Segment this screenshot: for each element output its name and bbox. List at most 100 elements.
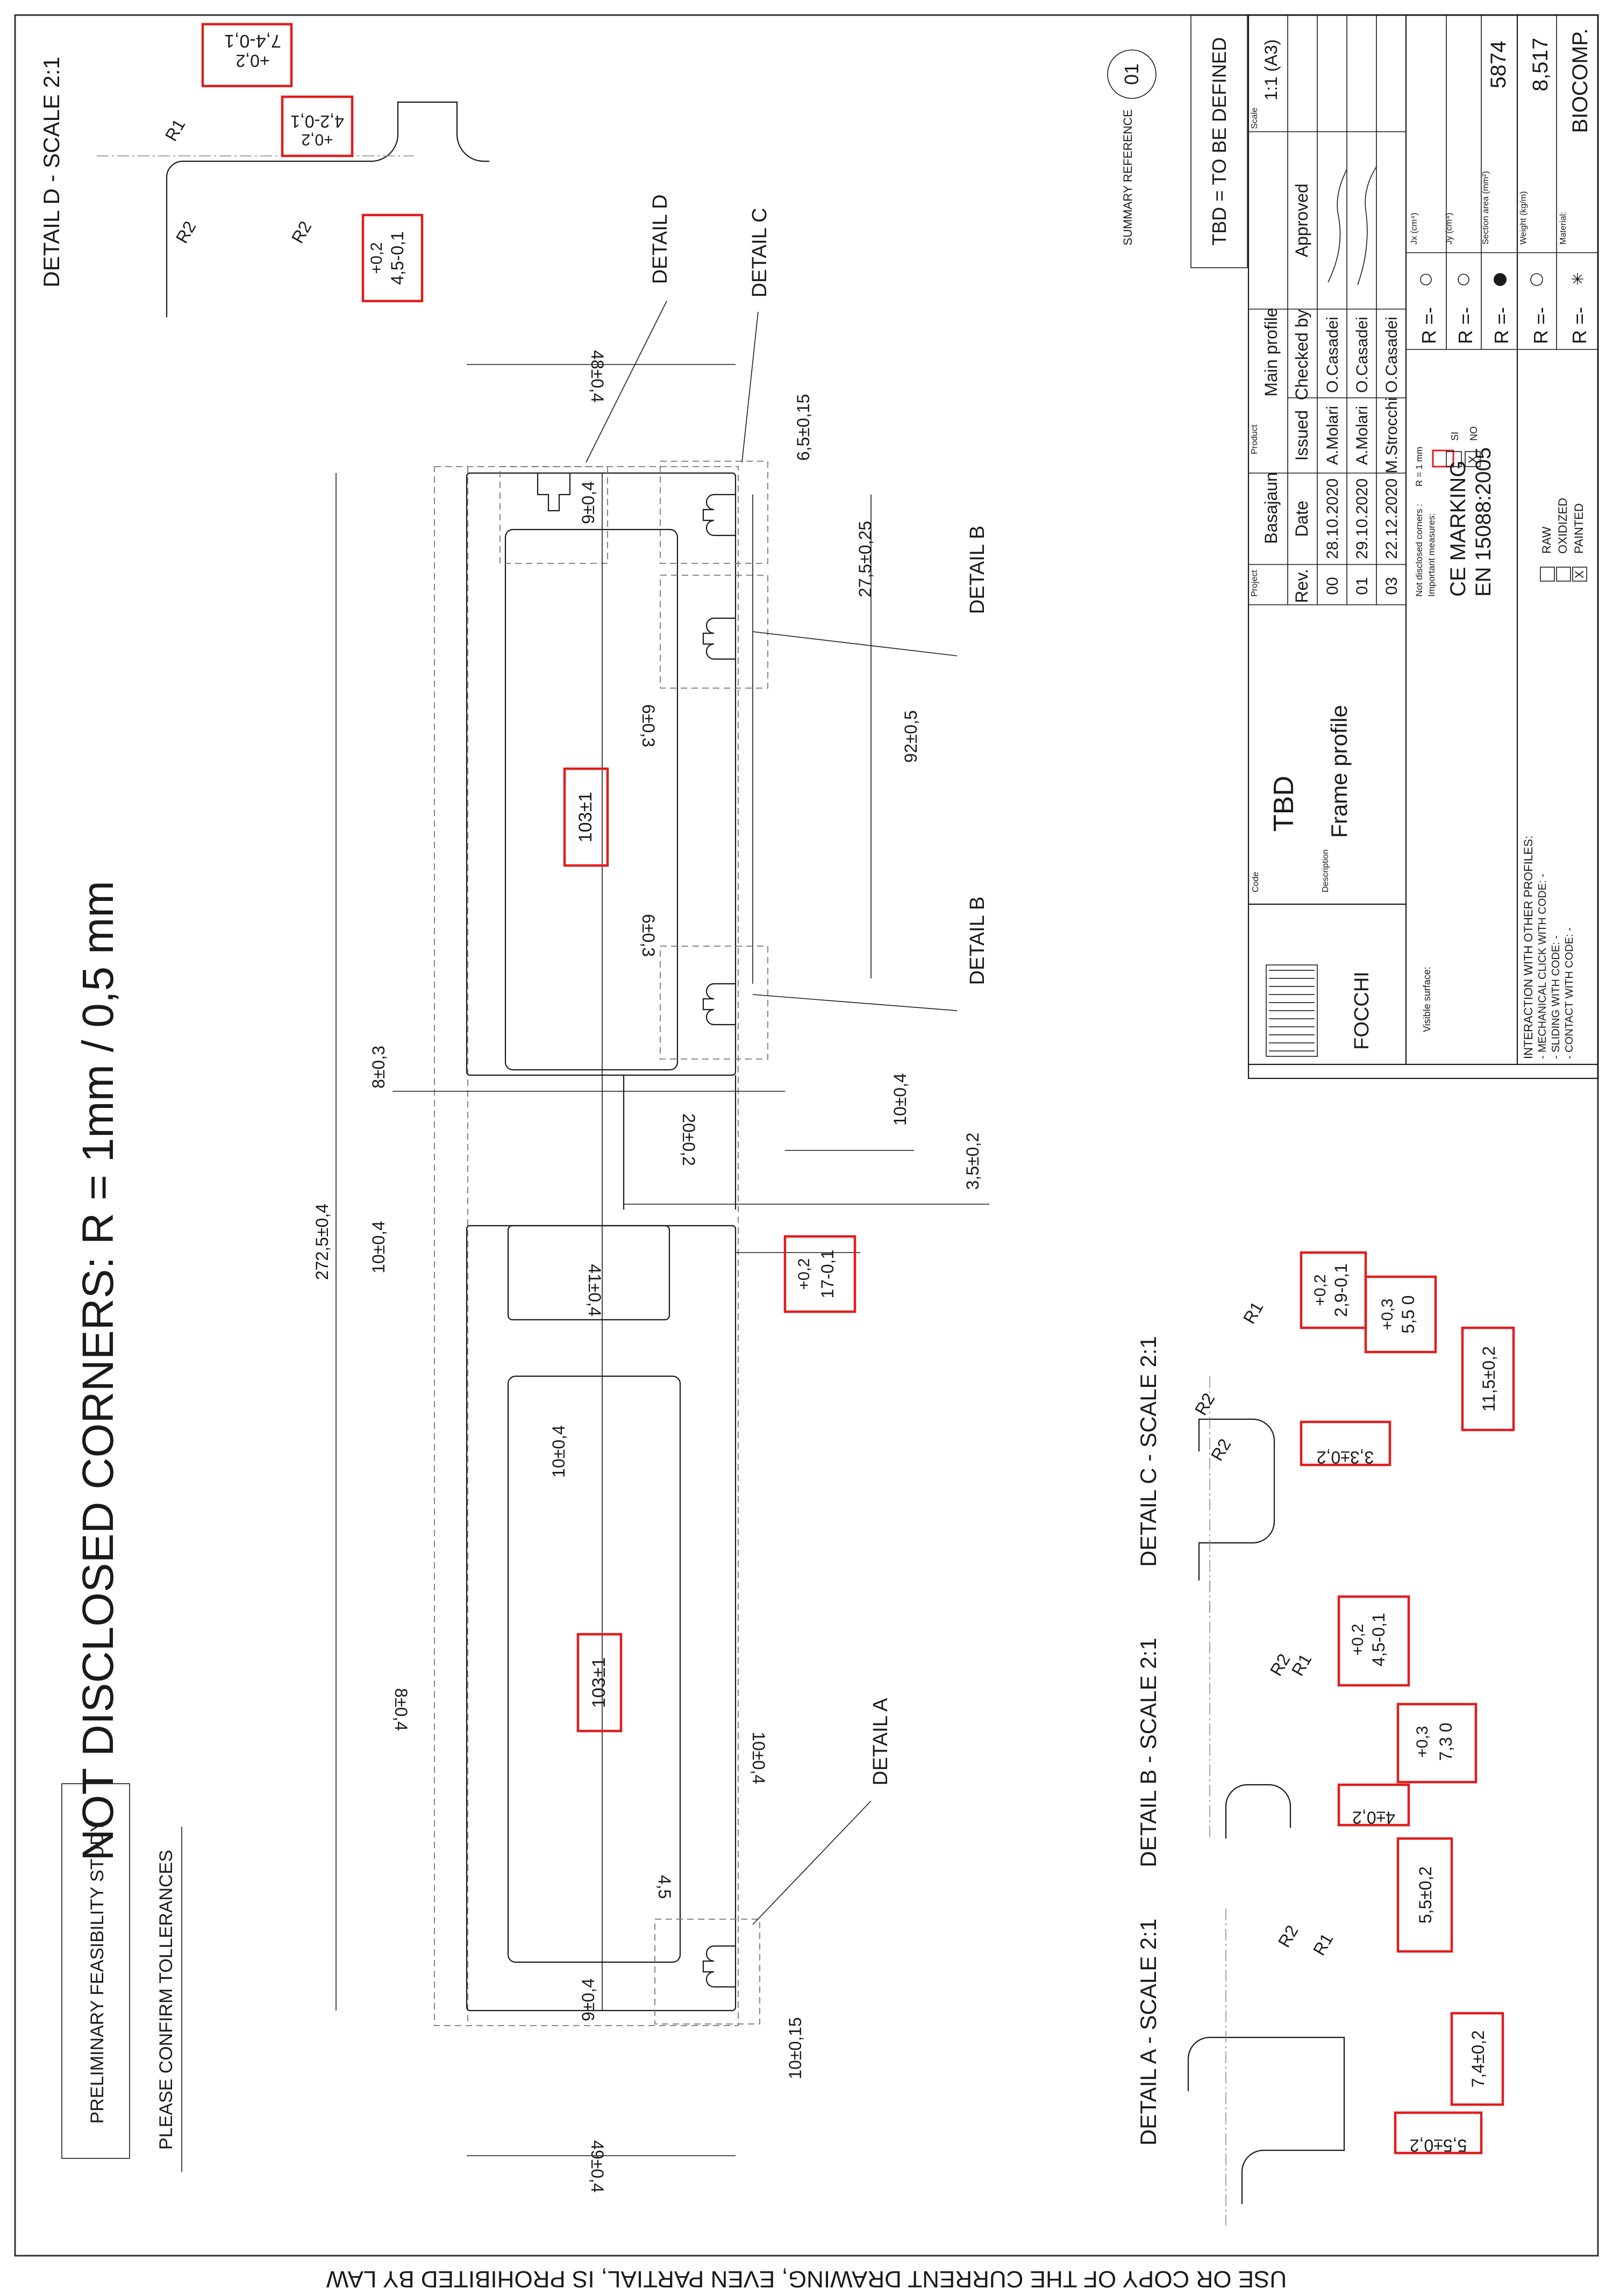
dim-10-lower: 10±0,4 — [749, 1732, 768, 1784]
detail-b-dim1: 4,5-0,1 — [1369, 1613, 1388, 1666]
standard-label: EN 15088:2005 — [1472, 447, 1495, 597]
detail-d-box-1 — [201, 23, 293, 88]
dim-6-5: 6,5±0,15 — [794, 394, 813, 461]
detail-b-outline — [1225, 1784, 1291, 1839]
dim-17-tolerance: +0,2 — [795, 1258, 813, 1290]
dim-3-5: 3,5±0,2 — [963, 1133, 982, 1190]
callout-detail-b-upper: DETAIL B — [966, 526, 989, 614]
detail-a-box-3 — [1394, 2111, 1483, 2155]
painted-checkbox — [1572, 567, 1587, 582]
title-block: FOCCHI Code TBD Description Frame profil… — [1247, 14, 1599, 1079]
rev-header-checked: Checked by — [1292, 310, 1311, 400]
detail-b-dim2: 7,3 0 — [1436, 1722, 1455, 1761]
detail-d-box-3 — [361, 213, 424, 303]
dim-103-top: 103±1 — [575, 792, 596, 842]
project-label: Project — [1250, 570, 1259, 597]
dim-41: 41±0,4 — [585, 1264, 604, 1317]
r-label-4: R =- — [1530, 307, 1552, 344]
no-checkbox — [1465, 451, 1481, 467]
description-label: Description — [1321, 849, 1330, 892]
feasibility-note: PRELIMINARY FEASIBILITY STUDY — [87, 1820, 108, 2124]
detail-d-r1: R1 — [161, 116, 189, 144]
detail-c-dim2: 5,5 0 — [1398, 1295, 1418, 1333]
detail-a-outline — [1187, 2036, 1345, 2204]
detail-c-dim1: 2,9-0,1 — [1331, 1263, 1351, 1317]
no-checkbox-mark: X — [1466, 455, 1480, 463]
dim-top-width: 48±0,4 — [588, 350, 607, 403]
summary-ref-circle — [1107, 49, 1157, 99]
detail-b-dim1-tol: +0,2 — [1349, 1623, 1367, 1655]
tbd-note: TBD = TO BE DEFINED — [1208, 37, 1230, 246]
code-label: Code — [1251, 872, 1260, 892]
not-disclosed-label: Not disclosed corners : — [1414, 504, 1424, 597]
detail-c-title: DETAIL C - SCALE 2:1 — [1136, 1336, 1161, 1567]
rev-1-checked: O.Casadei — [1353, 317, 1371, 393]
dim-20: 20±0,2 — [679, 1113, 698, 1166]
corners-note: NOT DISCLOSED CORNERS: R = 1mm / 0,5 mm — [74, 881, 123, 1861]
callout-detail-c: DETAIL C — [748, 208, 771, 298]
rev-0-issued: A.Molari — [1324, 406, 1341, 465]
feasibility-box — [61, 1783, 130, 2159]
detail-a-dim1: 5,5±0,2 — [1416, 1866, 1435, 1924]
dim-103-bottom: 103±1 — [589, 1657, 609, 1708]
detail-a-region — [654, 1919, 760, 2025]
prop-jx-label: Jx (cm⁴) — [1410, 213, 1419, 245]
prop-weight-value: 8,517 — [1529, 38, 1552, 91]
detail-c-dim3: 11,5±0,2 — [1479, 1346, 1498, 1412]
detail-d-region — [499, 466, 608, 564]
callout-detail-a: DETAIL A — [869, 1698, 892, 1785]
detail-c-r1: R1 — [1239, 1298, 1267, 1327]
project-value: Basajaun — [1261, 472, 1281, 543]
section-properties: Jx (cm⁴) Jy (cm⁴) Section area (mm²) 587… — [1406, 15, 1598, 350]
scale-label: Scale — [1250, 108, 1259, 129]
detail-a-r2: R2 — [1274, 1922, 1302, 1950]
detail-c-r2a: R2 — [1207, 1435, 1235, 1464]
detail-b-r1: R1 — [1288, 1650, 1316, 1679]
detail-d-dim2: 4,2-0,1 — [290, 112, 344, 131]
detail-a-view: DETAIL A - SCALE 2:1 5,5±0,2 7,4±0,2 5,5… — [1136, 1837, 1504, 2226]
detail-b-r2: R2 — [1266, 1650, 1294, 1679]
detail-c-dim1-tol: +0,2 — [1311, 1274, 1329, 1306]
detail-a-dim3: 5,5±0,2 — [1410, 2136, 1467, 2155]
detail-d-groove — [537, 473, 571, 512]
painted-checkbox-mark: X — [1573, 570, 1586, 578]
copyright-footer: USE OR COPY OF THE CURRENT DRAWING, EVEN… — [326, 2266, 1287, 2292]
detail-c-view: DETAIL C - SCALE 2:1 +0,2 2,9-0,1 +0,3 5… — [1136, 1251, 1515, 1613]
rev-1-number: 01 — [1353, 577, 1371, 595]
focchi-logo: FOCCHI — [1266, 964, 1373, 1057]
detail-b-box-1 — [1337, 1595, 1410, 1687]
dim-10-mid: 10±0,4 — [549, 1425, 568, 1478]
callout-detail-b-lower: DETAIL B — [966, 897, 989, 985]
detail-d-dim1-tol: +0,2 — [235, 51, 269, 70]
detail-c-dim4: 3,3±0,2 — [1317, 1448, 1374, 1467]
important-label: Important measures: — [1426, 513, 1437, 597]
detail-d-dim2-tol: +0,2 — [301, 131, 333, 148]
dimension-texts: 272,5±0,4 48±0,4 49±0,4 9±0,4 9±0,4 103±… — [312, 350, 982, 2193]
r-label-5: R =- — [1568, 307, 1590, 344]
product-value: Main profile — [1261, 307, 1281, 396]
logo-frame — [1266, 964, 1318, 1057]
detail-c-box-3 — [1461, 1326, 1515, 1432]
rev-header-issued: Issued — [1292, 410, 1311, 461]
finish-painted: PAINTED — [1572, 503, 1586, 554]
title-block-frame — [1247, 14, 1599, 1079]
rev-1-date: 29.10.2020 — [1353, 478, 1371, 559]
detail-b-box-3 — [1337, 1783, 1410, 1827]
rev-header-approved: Approved — [1292, 184, 1311, 258]
detail-d-r2b: R2 — [288, 218, 316, 246]
detail-c-box-4 — [1300, 1420, 1391, 1467]
dim-92: 92±0,5 — [901, 710, 920, 763]
finish-oxidized: OXIDIZED — [1556, 498, 1569, 554]
box-103-bottom — [576, 1633, 623, 1733]
detail-b-box-2 — [1396, 1703, 1478, 1784]
sheet-border — [14, 14, 1599, 2257]
detail-c-outline — [1198, 1418, 1275, 1580]
code-value: TBD — [1268, 776, 1300, 832]
detail-d-box-2 — [281, 95, 354, 158]
detail-d-dim1: 7,4-0,1 — [224, 31, 281, 51]
si-label: SI — [1450, 432, 1460, 441]
summary-ref-label: SUMMARY REFERENCE — [1121, 109, 1134, 245]
detail-a-dim2: 7,4±0,2 — [1468, 2030, 1488, 2088]
detail-b-title: DETAIL B - SCALE 2:1 — [1136, 1637, 1161, 1867]
